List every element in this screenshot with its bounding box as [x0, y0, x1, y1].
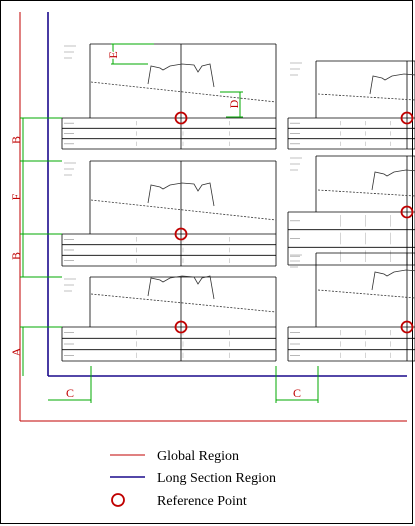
ground-profile-line: [90, 199, 277, 221]
ground-profile-line: [90, 81, 277, 103]
legend-reference-point-label: Reference Point: [157, 494, 247, 509]
legend-global-region-label: Global Region: [157, 449, 239, 464]
reference-point-circle-icon: [174, 320, 188, 334]
dimension-labels: E D B F B A C C: [9, 50, 301, 400]
reference-point-circle-icon: [400, 205, 414, 219]
terrain-feature-outline: [371, 169, 415, 191]
ground-profile-line: [317, 93, 415, 101]
section-sheet-3: [61, 275, 277, 362]
reference-point-circle-icon: [174, 227, 188, 241]
terrain-feature-outline: [371, 269, 415, 291]
dimension-label-c-right: C: [293, 386, 301, 400]
long-section-region: [47, 12, 407, 377]
ground-profile-line: [317, 289, 415, 299]
section-sheet-5: [287, 155, 415, 266]
section-sheet-2: [61, 160, 277, 267]
terrain-feature-outline: [147, 275, 215, 300]
terrain-feature-outline: [369, 73, 415, 95]
reference-point-circle-icon: [174, 111, 188, 125]
dimension-label-f: F: [9, 193, 23, 200]
section-sheet-4: [287, 60, 415, 150]
dimension-label-c-left: C: [66, 386, 74, 400]
ground-profile-line: [317, 189, 415, 197]
terrain-feature-outline: [147, 63, 215, 88]
section-sheet-6: [287, 252, 415, 362]
reference-point-circle-icon: [400, 320, 414, 334]
dimension-lines: [20, 43, 319, 403]
section-sheet-1: [61, 43, 277, 150]
global-region: [19, 12, 407, 422]
dimension-label-d: D: [227, 99, 241, 108]
legend: Global Region Long Section Region Refere…: [110, 449, 276, 509]
dimension-label-e: E: [106, 51, 120, 58]
section-sheets: [61, 43, 415, 362]
ground-profile-line: [90, 293, 277, 313]
reference-point-circle-icon: [400, 111, 414, 125]
reference-point-circle-icon: [111, 493, 125, 507]
dimension-label-b-upper: B: [9, 136, 23, 144]
dimension-label-b-lower: B: [9, 252, 23, 260]
terrain-feature-outline: [147, 182, 215, 207]
legend-long-section-region-label: Long Section Region: [157, 471, 276, 486]
dimension-label-a: A: [9, 347, 23, 356]
